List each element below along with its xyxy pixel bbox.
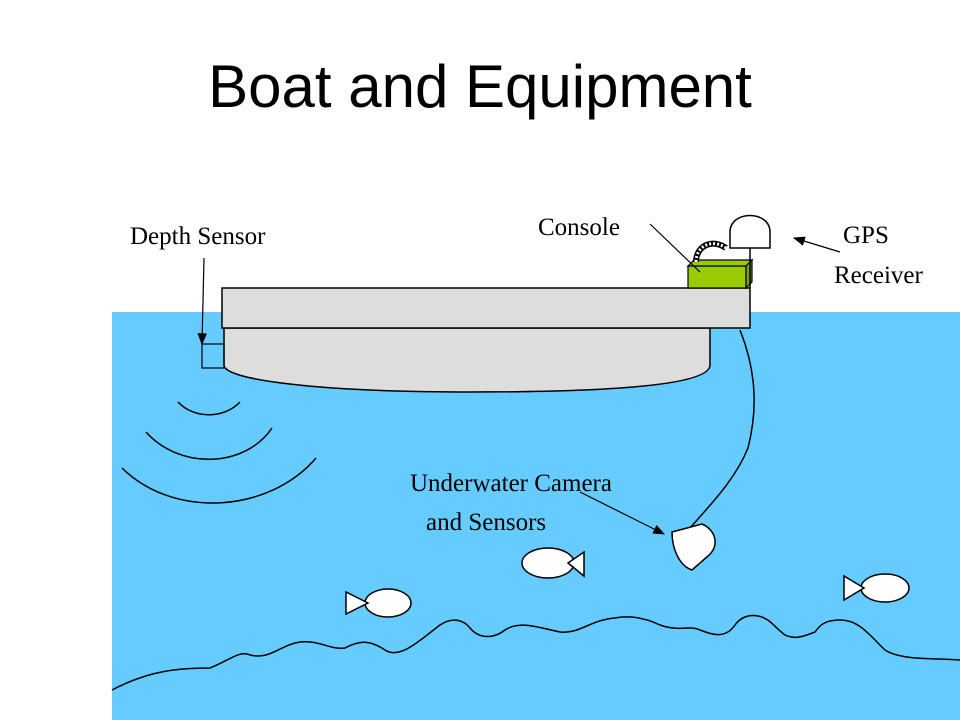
camera-label-line2: and Sensors xyxy=(426,509,546,536)
fish-icon xyxy=(345,588,412,618)
gps-pointer xyxy=(792,236,841,253)
seabed-line xyxy=(111,614,960,691)
console-label: Console xyxy=(538,214,620,241)
boat-hull xyxy=(223,327,711,393)
slide-title: Boat and Equipment xyxy=(208,53,752,120)
gps-label-line1: GPS xyxy=(843,222,889,249)
camera-pod-icon xyxy=(671,523,716,571)
gps-label-line2: Receiver xyxy=(834,262,924,289)
sonar-wave-icon xyxy=(121,401,317,504)
boat-deck xyxy=(221,287,751,329)
console-display-icon xyxy=(693,240,728,263)
gps-dome-icon xyxy=(729,214,771,288)
depth-sensor-pointer xyxy=(197,257,208,346)
camera-pointer xyxy=(579,491,666,535)
depth-sensor-box xyxy=(201,343,225,369)
depth-sensor-label: Depth Sensor xyxy=(130,223,266,250)
camera-cable xyxy=(689,329,755,529)
fish-icon xyxy=(843,573,910,603)
fish-icon xyxy=(521,547,585,579)
console-pointer xyxy=(649,223,701,273)
camera-label-line1: Underwater Camera xyxy=(410,470,612,497)
